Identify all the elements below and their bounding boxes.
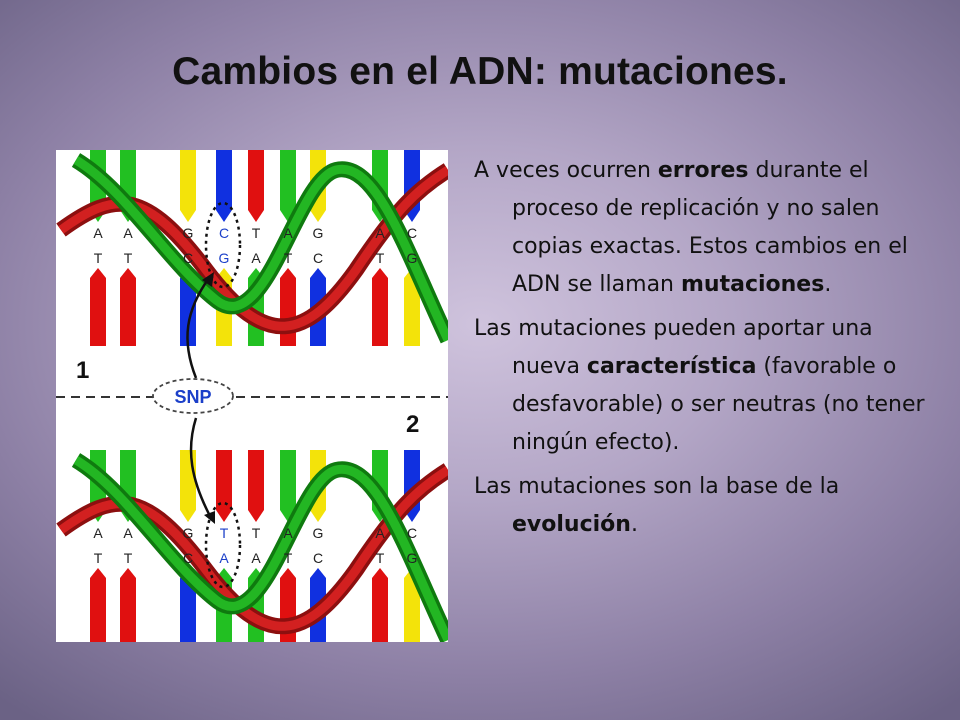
base-bar-bottom	[90, 568, 106, 642]
text-run: Las mutaciones son la base de la	[474, 474, 840, 499]
snp-label: SNP	[174, 387, 211, 407]
base-letter: G	[407, 550, 418, 566]
panel-number-2: 2	[406, 411, 419, 438]
paragraph-2: Las mutaciones pueden aportar una nueva …	[474, 310, 934, 462]
arrowhead-up-icon	[202, 272, 214, 287]
base-letter: A	[251, 550, 261, 566]
base-letter: C	[407, 225, 417, 241]
paragraph-1: A veces ocurren errores durante el proce…	[474, 152, 934, 304]
base-letter: T	[284, 250, 293, 266]
base-letter: C	[313, 550, 323, 566]
base-letter: T	[284, 550, 293, 566]
arrowhead-down-icon	[204, 511, 215, 524]
base-letter: A	[375, 225, 385, 241]
text-run: durante el proceso de replicación y no s…	[512, 158, 908, 297]
base-letter: T	[252, 525, 261, 541]
bold-term-evolucion: evolución	[512, 512, 631, 537]
base-letter: G	[183, 225, 194, 241]
base-letter: T	[124, 250, 133, 266]
panel-number-1: 1	[76, 357, 89, 384]
base-letter: T	[252, 225, 261, 241]
base-bar-top	[280, 150, 296, 222]
base-bar-top	[248, 150, 264, 222]
bold-term-caracteristica: característica	[586, 354, 757, 379]
base-letter: T	[94, 550, 103, 566]
base-bar-bottom	[372, 268, 388, 346]
base-bar-top	[180, 150, 196, 222]
slide-title: Cambios en el ADN: mutaciones.	[172, 50, 788, 93]
base-letter: T	[376, 250, 385, 266]
base-letter: C	[407, 525, 417, 541]
base-letter: C	[219, 225, 229, 241]
base-letter: C	[313, 250, 323, 266]
text-run: .	[630, 512, 638, 537]
base-bar-bottom	[90, 268, 106, 346]
text-run: Las mutaciones pueden aportar una nueva	[474, 316, 873, 379]
base-letter: A	[93, 225, 103, 241]
base-letter: T	[376, 550, 385, 566]
base-bar-top	[216, 150, 232, 222]
base-letter: A	[219, 550, 229, 566]
base-letter: T	[94, 250, 103, 266]
base-letter: G	[313, 225, 324, 241]
base-letter: C	[183, 550, 193, 566]
bold-term-errores: errores	[657, 158, 749, 183]
base-bar-top	[216, 450, 232, 522]
base-letter: G	[219, 250, 230, 266]
base-letter: A	[283, 225, 293, 241]
green-backbone-strand-highlight	[73, 156, 448, 342]
base-letter: A	[93, 525, 103, 541]
base-bar-bottom	[372, 568, 388, 642]
text-run: A veces ocurren	[474, 158, 658, 183]
base-bar-bottom	[120, 568, 136, 642]
base-bar-top	[248, 450, 264, 522]
base-letter: T	[124, 550, 133, 566]
base-bar-top	[280, 450, 296, 522]
base-letter: G	[313, 525, 324, 541]
base-letter: G	[407, 250, 418, 266]
snp-highlight-circle-2	[204, 501, 242, 589]
paragraph-3: Las mutaciones son la base de la evoluci…	[474, 468, 934, 544]
base-letter: A	[123, 225, 133, 241]
text-run: (favorable o desfavorable) o ser neutras…	[512, 354, 925, 455]
base-letter: G	[183, 525, 194, 541]
base-letter: A	[375, 525, 385, 541]
base-letter: T	[220, 525, 229, 541]
bold-term-mutaciones: mutaciones	[681, 272, 825, 297]
text-run: .	[824, 272, 832, 297]
base-letter: A	[123, 525, 133, 541]
slide-body: A veces ocurren errores durante el proce…	[474, 152, 934, 550]
base-bar-top	[180, 450, 196, 522]
snp-arrow-down	[189, 417, 213, 519]
green-backbone-strand-highlight	[73, 456, 448, 642]
snp-label-bubble	[152, 378, 234, 414]
base-letter: A	[283, 525, 293, 541]
snp-arrow-up	[186, 277, 211, 379]
snp-highlight-circle-1	[204, 201, 242, 289]
base-letter: A	[251, 250, 261, 266]
base-letter: C	[183, 250, 193, 266]
base-bar-bottom	[120, 268, 136, 346]
